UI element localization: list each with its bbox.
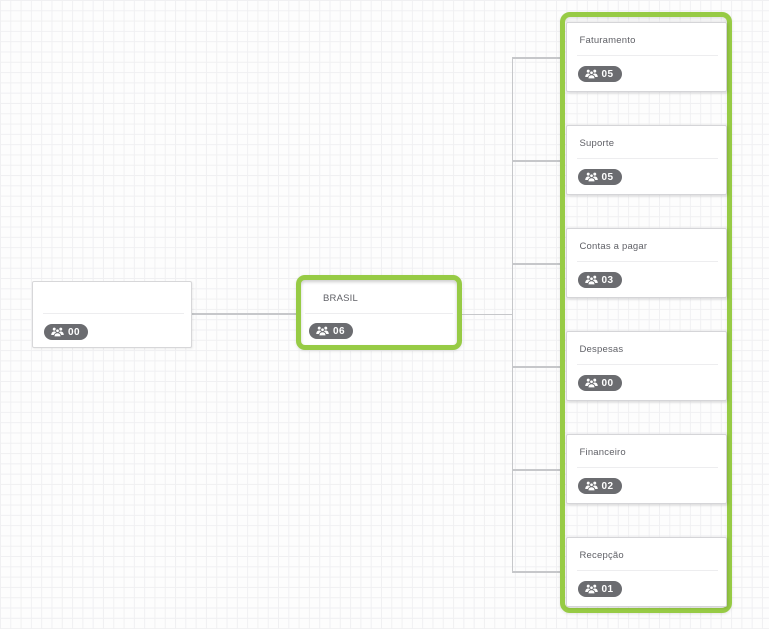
member-count: 03	[601, 274, 614, 286]
node-title: BRASIL	[323, 293, 358, 304]
member-count-badge: 05	[577, 66, 622, 82]
connector-trunk	[511, 57, 513, 572]
member-count-badge: 05	[577, 169, 622, 185]
node-divider	[576, 158, 718, 159]
node-divider	[576, 55, 718, 56]
org-node-financeiro[interactable]: Financeiro 02	[565, 434, 727, 504]
member-count-badge: 03	[577, 272, 622, 288]
connector-stub-faturamento	[512, 57, 560, 59]
org-node-faturamento[interactable]: Faturamento 05	[565, 22, 727, 92]
org-node-suporte[interactable]: Suporte 05	[565, 125, 727, 195]
org-node-root[interactable]: 00	[32, 281, 192, 348]
node-divider	[305, 313, 453, 314]
node-divider	[576, 570, 718, 571]
users-group-icon	[584, 378, 598, 388]
node-title: Faturamento	[579, 35, 636, 46]
member-count: 01	[601, 583, 614, 595]
node-divider	[43, 313, 184, 314]
connector-brasil-to-trunk	[462, 313, 512, 315]
node-title: Despesas	[579, 344, 624, 355]
node-title: Contas a pagar	[579, 241, 648, 252]
org-node-recepcao[interactable]: Recepção 01	[565, 537, 727, 607]
users-group-icon	[584, 481, 598, 491]
member-count: 00	[68, 326, 81, 338]
users-group-icon	[51, 327, 64, 337]
node-divider	[576, 467, 718, 468]
member-count: 02	[601, 480, 614, 492]
org-node-brasil[interactable]: BRASIL 06	[296, 275, 462, 350]
users-group-icon	[584, 69, 598, 79]
connector-root-to-brasil	[192, 313, 296, 315]
node-divider	[576, 364, 718, 365]
node-divider	[576, 261, 718, 262]
member-count: 00	[601, 377, 614, 389]
org-node-despesas[interactable]: Despesas 00	[565, 331, 727, 401]
node-title: Financeiro	[579, 447, 626, 458]
connector-stub-contas-a-pagar	[512, 263, 560, 265]
users-group-icon	[316, 326, 329, 336]
connector-stub-suporte	[512, 160, 560, 162]
users-group-icon	[584, 172, 598, 182]
node-title: Recepção	[579, 550, 624, 561]
connector-stub-despesas	[512, 366, 560, 368]
member-count-badge: 00	[44, 324, 89, 340]
member-count: 05	[601, 171, 614, 183]
users-group-icon	[584, 275, 598, 285]
member-count-badge: 01	[577, 581, 622, 597]
member-count: 05	[601, 68, 614, 80]
org-children-group: Faturamento 05 Suporte	[560, 12, 732, 613]
users-group-icon	[584, 584, 598, 594]
member-count: 06	[333, 325, 346, 337]
member-count-badge: 06	[309, 323, 354, 339]
connector-stub-recepcao	[512, 571, 560, 573]
connector-stub-financeiro	[512, 469, 560, 471]
org-node-contas-a-pagar[interactable]: Contas a pagar 03	[565, 228, 727, 298]
node-title: Suporte	[579, 138, 615, 149]
member-count-badge: 00	[577, 375, 622, 391]
member-count-badge: 02	[577, 478, 622, 494]
